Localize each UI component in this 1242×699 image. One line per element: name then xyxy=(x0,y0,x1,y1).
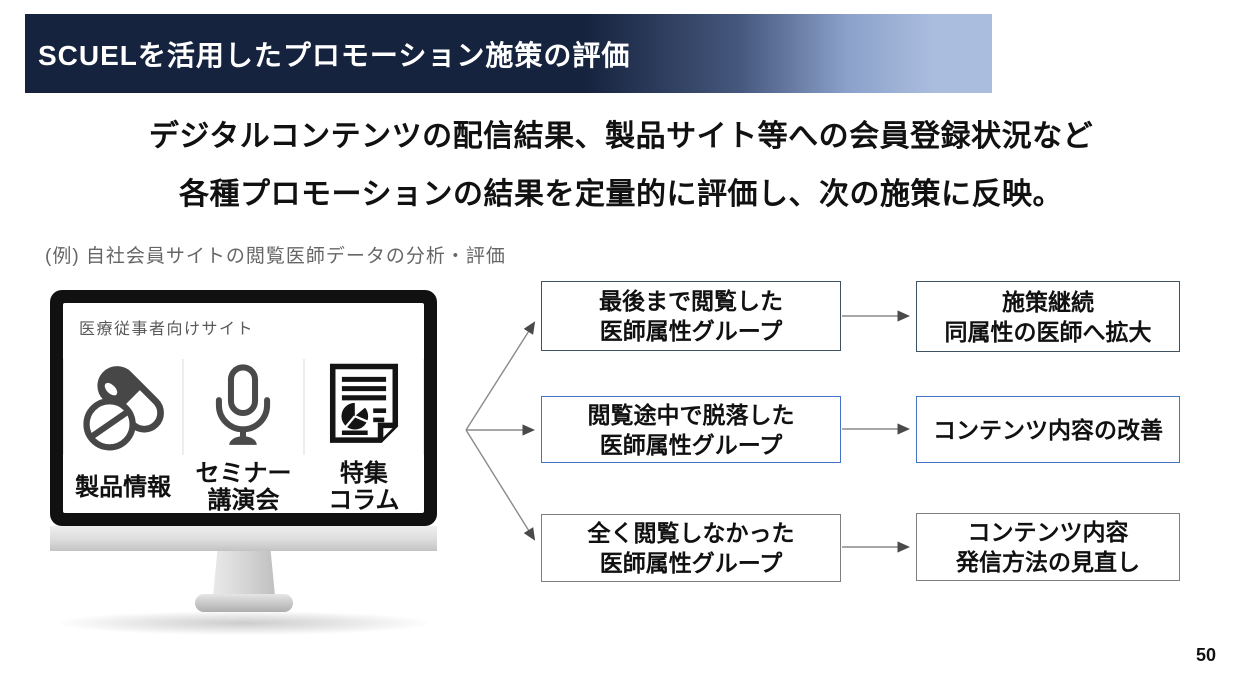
site-label: 医療従事者向けサイト xyxy=(79,321,255,338)
monitor-stand-neck xyxy=(213,551,275,596)
microphone-icon xyxy=(183,359,304,455)
example-caption: (例) 自社会員サイトの閲覧医師データの分析・評価 xyxy=(45,246,506,267)
site-icons-row xyxy=(63,359,424,455)
result-box-rethink-delivery: コンテンツ内容 発信方法の見直し xyxy=(916,513,1180,581)
fan-line-bottom xyxy=(465,429,536,541)
result-box-continue-policy: 施策継続 同属性の医師へ拡大 xyxy=(916,281,1180,352)
source-box-never-viewed: 全く閲覧しなかった 医師属性グループ xyxy=(541,514,841,582)
icon-label-products: 製品情報 xyxy=(75,473,172,501)
monitor-illustration: 医療従事者向けサイト xyxy=(50,290,437,526)
headline-line-2: 各種プロモーションの結果を定量的に評価し、次の施策に反映。 xyxy=(179,178,1063,211)
headline-line-1: デジタルコンテンツの配信結果、製品サイト等への会員登録状況など xyxy=(148,120,1094,153)
page-title: SCUELを活用したプロモーション施策の評価 xyxy=(38,39,631,71)
source-box-viewed-to-end: 最後まで閲覧した 医師属性グループ xyxy=(541,281,841,351)
headline: デジタルコンテンツの配信結果、製品サイト等への会員登録状況など 各種プロモーショ… xyxy=(0,108,1242,224)
icon-label-seminar: セミナー 講演会 xyxy=(195,460,292,514)
monitor-stand-base xyxy=(195,594,293,612)
page-number: 50 xyxy=(1195,645,1216,665)
result-box-improve-content: コンテンツ内容の改善 xyxy=(916,396,1180,463)
header-bar: SCUELを活用したプロモーション施策の評価 xyxy=(25,14,992,93)
pill-icon xyxy=(63,359,184,455)
article-icon xyxy=(303,359,424,455)
monitor-chin xyxy=(50,526,437,551)
monitor-screen: 医療従事者向けサイト xyxy=(63,303,424,515)
fan-line-top xyxy=(465,321,536,431)
icon-label-column: 特集 コラム xyxy=(328,460,400,514)
site-icon-labels: 製品情報 セミナー 講演会 特集 コラム xyxy=(63,459,424,515)
source-box-dropped-midway: 閲覧途中で脱落した 医師属性グループ xyxy=(541,396,841,463)
monitor-shadow xyxy=(58,611,430,635)
